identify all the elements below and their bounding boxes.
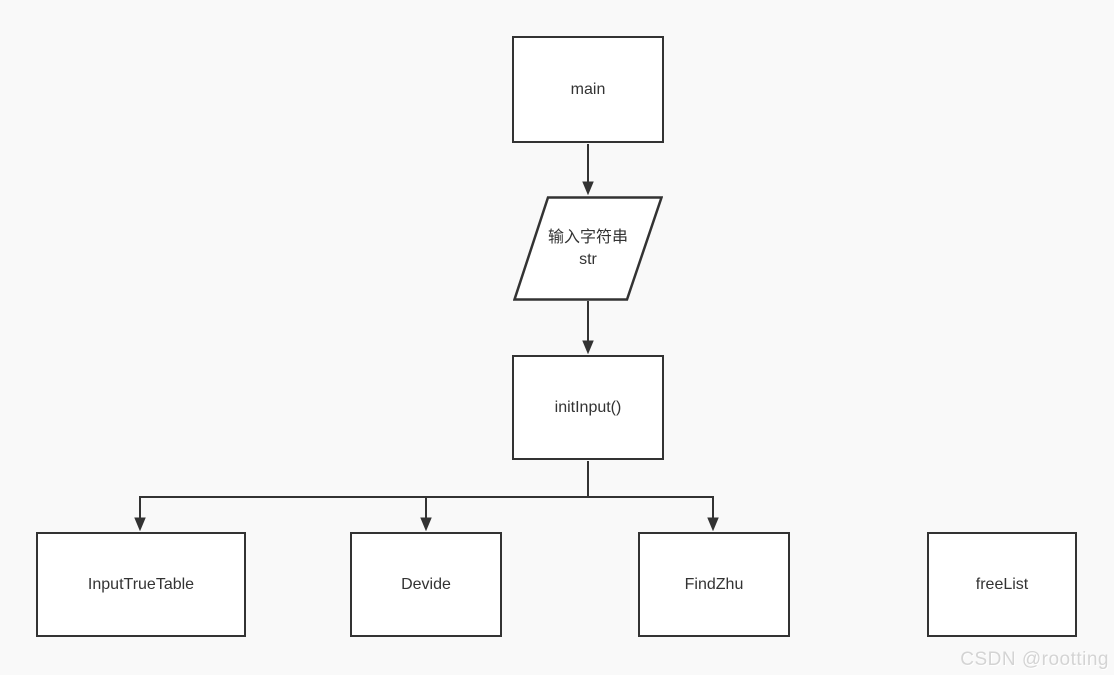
edge-init-input-to-find-zhu xyxy=(588,496,713,529)
node-devide-label: Devide xyxy=(401,575,451,593)
node-init-input: initInput() xyxy=(512,355,664,460)
node-main-label: main xyxy=(570,80,606,98)
node-input-true-table: InputTrueTable xyxy=(36,532,246,637)
csdn-watermark: CSDN @rootting xyxy=(960,649,1109,670)
input-str-line2: str xyxy=(579,250,597,268)
edge-init-input-to-devide xyxy=(426,496,588,529)
node-free-list-label: freeList xyxy=(975,575,1029,593)
node-free-list: freeList xyxy=(927,532,1077,637)
node-input-str-label: 输入字符串 str xyxy=(548,227,628,270)
node-find-zhu-label: FindZhu xyxy=(684,575,744,593)
node-init-input-label: initInput() xyxy=(554,398,622,416)
node-main: main xyxy=(512,36,664,143)
node-devide: Devide xyxy=(350,532,502,637)
node-find-zhu: FindZhu xyxy=(638,532,790,637)
input-str-line1: 输入字符串 xyxy=(547,228,628,246)
edge-init-input-to-input-true-table xyxy=(140,461,589,529)
parallelogram-shape xyxy=(513,196,663,301)
node-input-true-table-label: InputTrueTable xyxy=(87,575,195,593)
node-input-str: 输入字符串 str xyxy=(513,196,663,301)
